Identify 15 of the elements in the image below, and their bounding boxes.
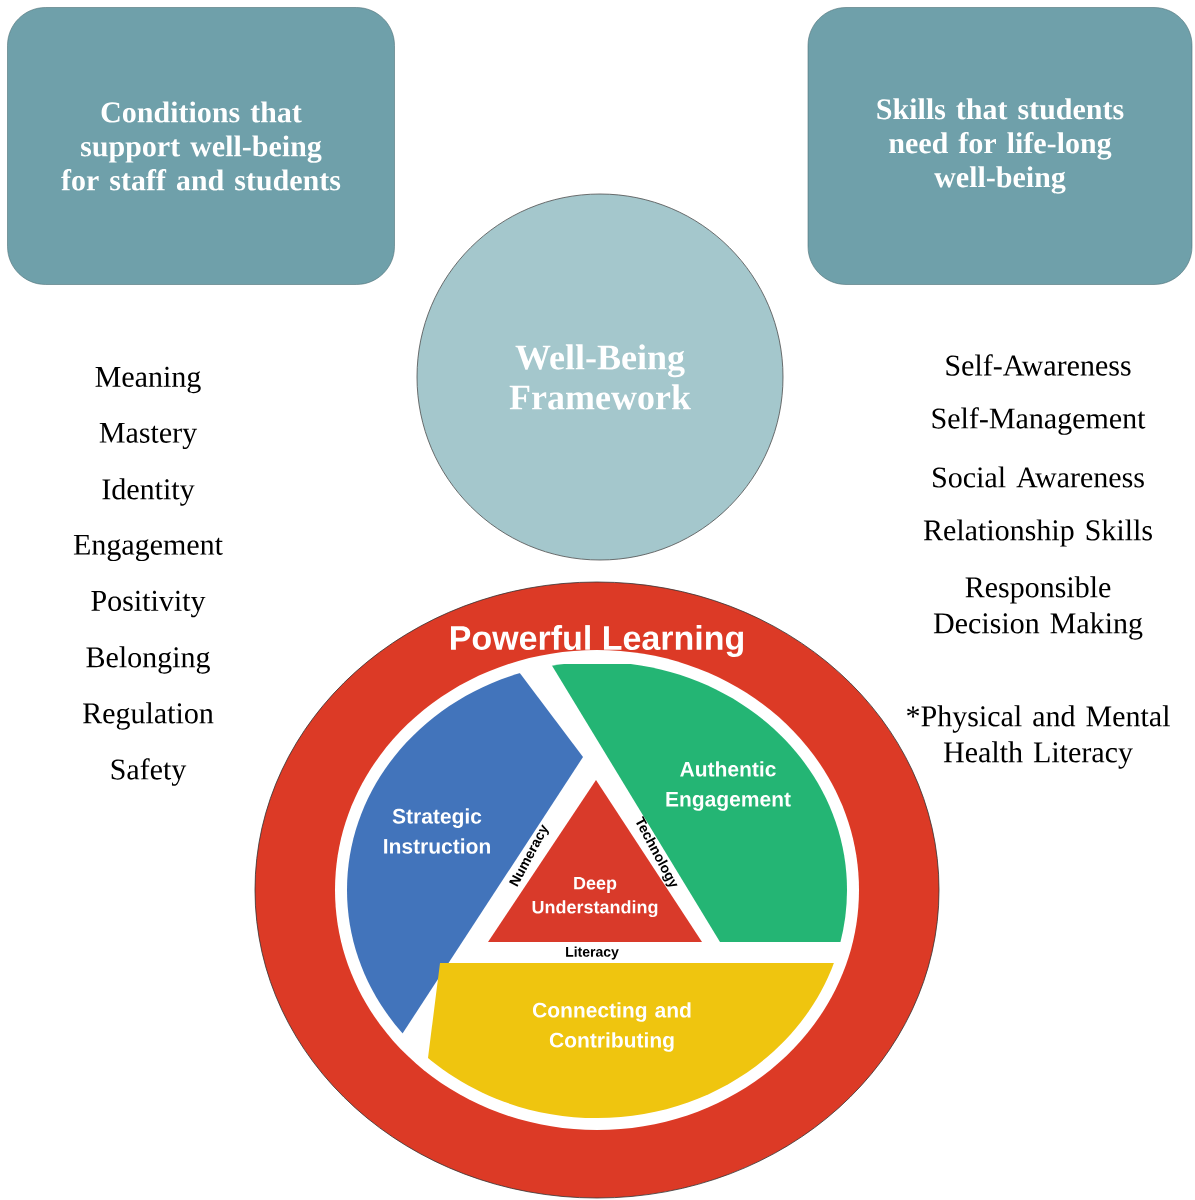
list-item: Self-Awareness [946,354,1131,376]
list-item: Mastery [99,422,198,450]
list-item: Meaning [95,366,201,394]
list-item: Self-Management [932,407,1146,435]
list-item: Relationship Skills [923,519,1152,547]
list-item: Safety [111,758,187,786]
list-item: Positivity [91,590,206,618]
list-item: Regulation [83,702,214,730]
list-item: Belonging [86,646,210,674]
rounded-box: Skills that students need for life-long well-being [807,7,1193,285]
rounded-box: Conditions that support well-being for staff and students [7,7,395,285]
list-item: Identity [102,478,195,506]
list-item: Engagement [73,534,223,562]
side-label: Literacy [566,946,619,960]
list-item: Social Awareness [933,466,1144,488]
